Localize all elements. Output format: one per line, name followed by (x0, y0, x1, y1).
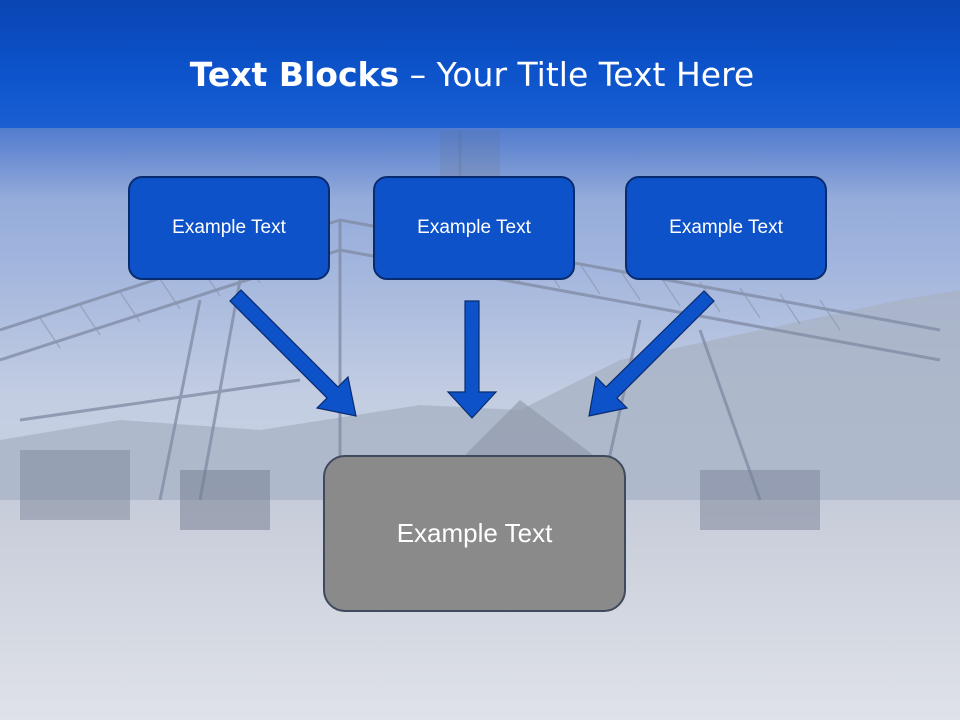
text-block-result: Example Text (323, 455, 626, 612)
title-bar (0, 0, 960, 128)
title-bold-part: Text Blocks (189, 55, 400, 94)
arrow-right (588, 290, 715, 417)
text-block-2: Example Text (373, 176, 575, 280)
text-block-1: Example Text (128, 176, 330, 280)
title-rest-part: – Your Title Text Here (399, 55, 755, 94)
arrow-left (229, 289, 357, 417)
slide-title: Text Blocks – Your Title Text Here (0, 52, 944, 98)
text-block-3: Example Text (625, 176, 827, 280)
arrow-center (446, 300, 498, 419)
